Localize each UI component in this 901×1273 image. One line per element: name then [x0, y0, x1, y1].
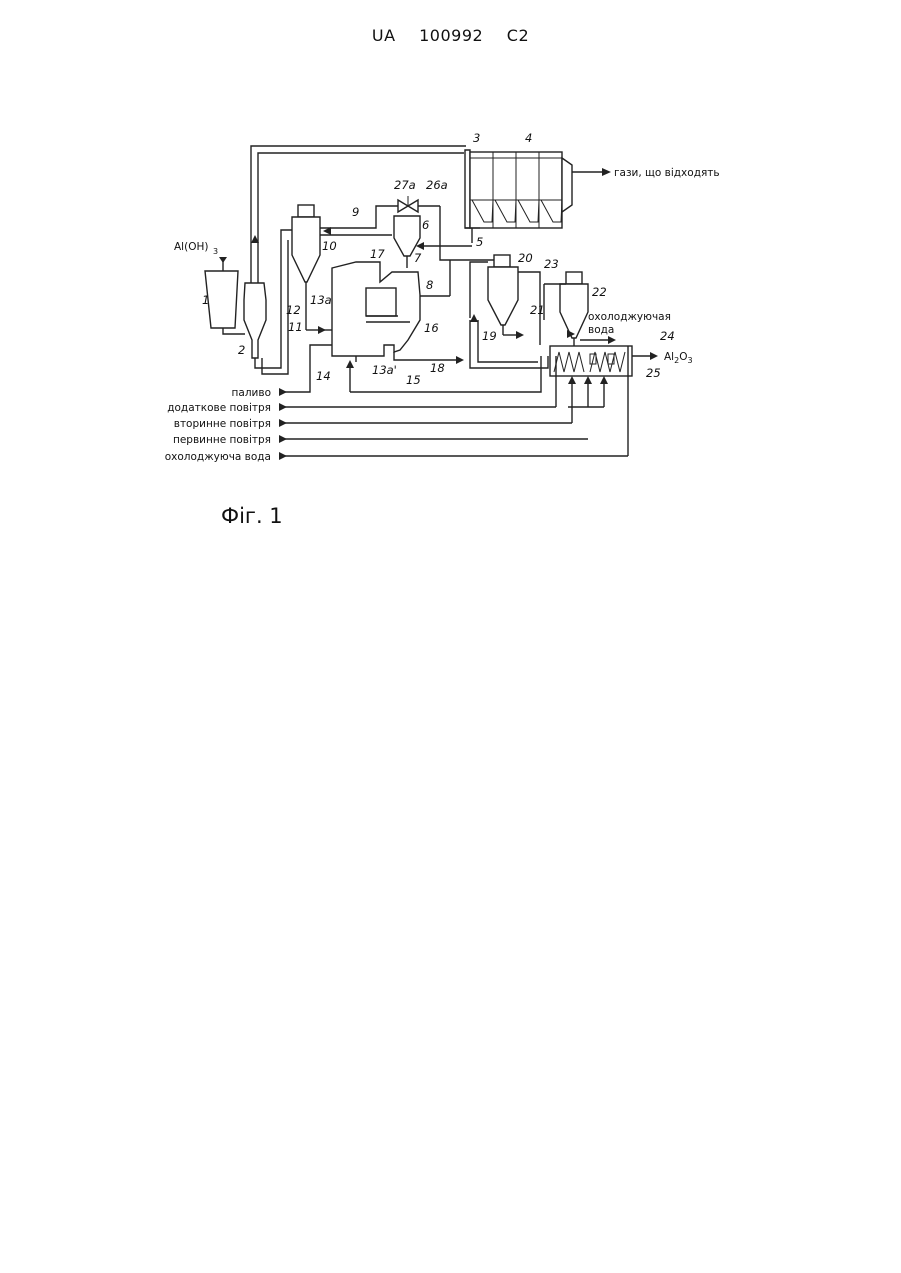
- fluidized-bed-reactor: [332, 260, 464, 364]
- primary-air-label: первинне повітря: [173, 434, 271, 446]
- ref-26a: 26a: [426, 178, 448, 192]
- venturi-column: [244, 230, 298, 374]
- valve-27a: [398, 196, 440, 212]
- ref-3: 3: [473, 131, 480, 145]
- ref-22: 22: [592, 285, 607, 299]
- cooling-water-label: охолоджуюча вода: [165, 451, 271, 463]
- ref-20: 20: [518, 251, 533, 265]
- rotary-dryer: [465, 150, 611, 228]
- ref-21: 21: [530, 303, 545, 317]
- ref-13a-prime: 13a': [372, 363, 397, 377]
- ref-10: 10: [322, 239, 337, 253]
- ref-4: 4: [525, 131, 532, 145]
- ref-8: 8: [426, 278, 433, 292]
- ref-7: 7: [414, 251, 422, 265]
- ref-23: 23: [544, 257, 559, 271]
- ref-15: 15: [406, 373, 421, 387]
- feed-hopper: [205, 257, 245, 334]
- ref-6: 6: [422, 218, 429, 232]
- ref-24: 24: [660, 329, 675, 343]
- additional-air-label: додаткове повітря: [167, 402, 271, 414]
- product-label: Al2O3: [664, 351, 693, 365]
- ref-14: 14: [316, 369, 331, 383]
- ref-2: 2: [238, 343, 245, 357]
- exhaust-gas-label: гази, що відходять: [614, 167, 720, 179]
- ref-12: 12: [286, 303, 301, 317]
- figure-caption: Фіг. 1: [221, 504, 283, 528]
- feed-label-sub: 3: [213, 247, 218, 256]
- ref-16: 16: [424, 321, 439, 335]
- ref-5: 5: [476, 235, 483, 249]
- ref-11: 11: [288, 320, 303, 334]
- ref-17: 17: [370, 247, 385, 261]
- ref-27a: 27a: [394, 178, 416, 192]
- ref-9: 9: [352, 205, 359, 219]
- ref-1: 1: [202, 293, 209, 307]
- fuel-label: паливо: [232, 387, 271, 399]
- secondary-air-label: вторинне повітря: [174, 418, 271, 430]
- cooling-water-label-2: вода: [588, 324, 614, 336]
- ref-13a: 13a: [310, 293, 332, 307]
- cooling-water-label-1: охолоджуючая: [588, 311, 671, 323]
- ref-18: 18: [430, 361, 445, 375]
- ref-19: 19: [482, 329, 497, 343]
- feed-label: Al(OH): [174, 241, 208, 253]
- ref-25: 25: [646, 366, 661, 380]
